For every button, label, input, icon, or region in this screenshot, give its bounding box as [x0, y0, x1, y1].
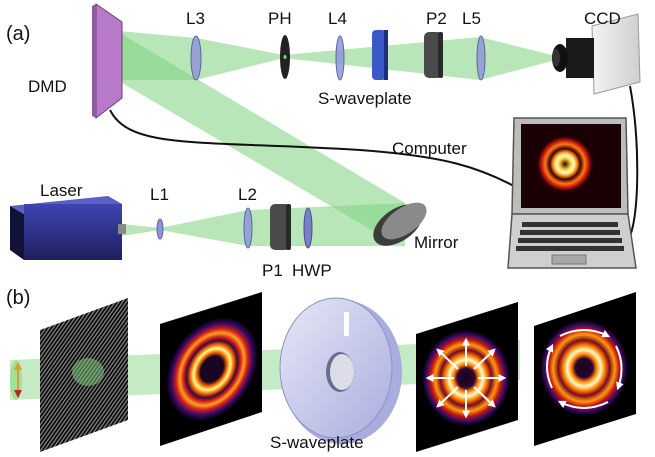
beam-l3-to-ph	[196, 38, 284, 80]
beam-laser-to-l1	[122, 224, 160, 236]
beam-mirror-to-dmd	[100, 30, 405, 238]
mirror	[373, 202, 427, 246]
azimuthal-polarization-pattern	[534, 292, 636, 446]
l5-label: L5	[462, 9, 481, 28]
lens-l4	[335, 35, 345, 81]
half-wave-plate	[303, 207, 313, 249]
laser-beams	[100, 30, 556, 246]
l3-label: L3	[186, 9, 205, 28]
s-waveplate-a-label: S-waveplate	[318, 89, 412, 108]
lens-l3	[190, 35, 202, 81]
ph-label: PH	[268, 9, 292, 28]
l1-label: L1	[150, 185, 169, 204]
lens-l2	[243, 207, 253, 249]
panel-b-label: (b)	[6, 287, 30, 309]
pinhole-ph	[280, 35, 290, 79]
dmd-label: DMD	[28, 77, 67, 96]
s-waveplate-b-label: S-waveplate	[270, 433, 364, 452]
polarizer-p2	[424, 32, 443, 78]
p2-label: P2	[426, 9, 447, 28]
computer-screen-beam-profile	[533, 132, 597, 196]
s-waveplate-disc	[279, 297, 402, 444]
l2-label: L2	[238, 185, 257, 204]
polarizer-p1	[270, 204, 291, 250]
p1-label: P1	[262, 261, 283, 280]
l4-label: L4	[328, 9, 347, 28]
beam-dmd-to-l3	[108, 30, 196, 80]
beam-l5-to-ccd	[480, 37, 556, 80]
lens-l5	[476, 35, 486, 81]
s-waveplate-a	[372, 30, 388, 80]
radial-polarization-arrows	[425, 337, 507, 419]
input-polarization-arrow	[14, 362, 22, 398]
mirror-label: Mirror	[414, 233, 459, 252]
dmd	[92, 3, 123, 120]
hologram-pattern	[40, 298, 128, 452]
azimuthal-polarization-arrows	[545, 329, 624, 409]
beam-l1-to-l2	[160, 210, 248, 246]
panel-a-label: (a)	[6, 23, 30, 45]
radial-polarization-pattern	[416, 302, 518, 452]
ccd-camera	[552, 13, 641, 95]
ccd-label: CCD	[584, 9, 621, 28]
computer-label: Computer	[392, 139, 467, 158]
intensity-pattern-before-waveplate	[160, 292, 262, 446]
laser	[10, 196, 126, 260]
lens-l1	[156, 218, 164, 240]
cable-dmd-computer	[109, 109, 531, 196]
hwp-label: HWP	[292, 261, 332, 280]
laser-label: Laser	[40, 181, 83, 200]
computer	[507, 117, 637, 269]
